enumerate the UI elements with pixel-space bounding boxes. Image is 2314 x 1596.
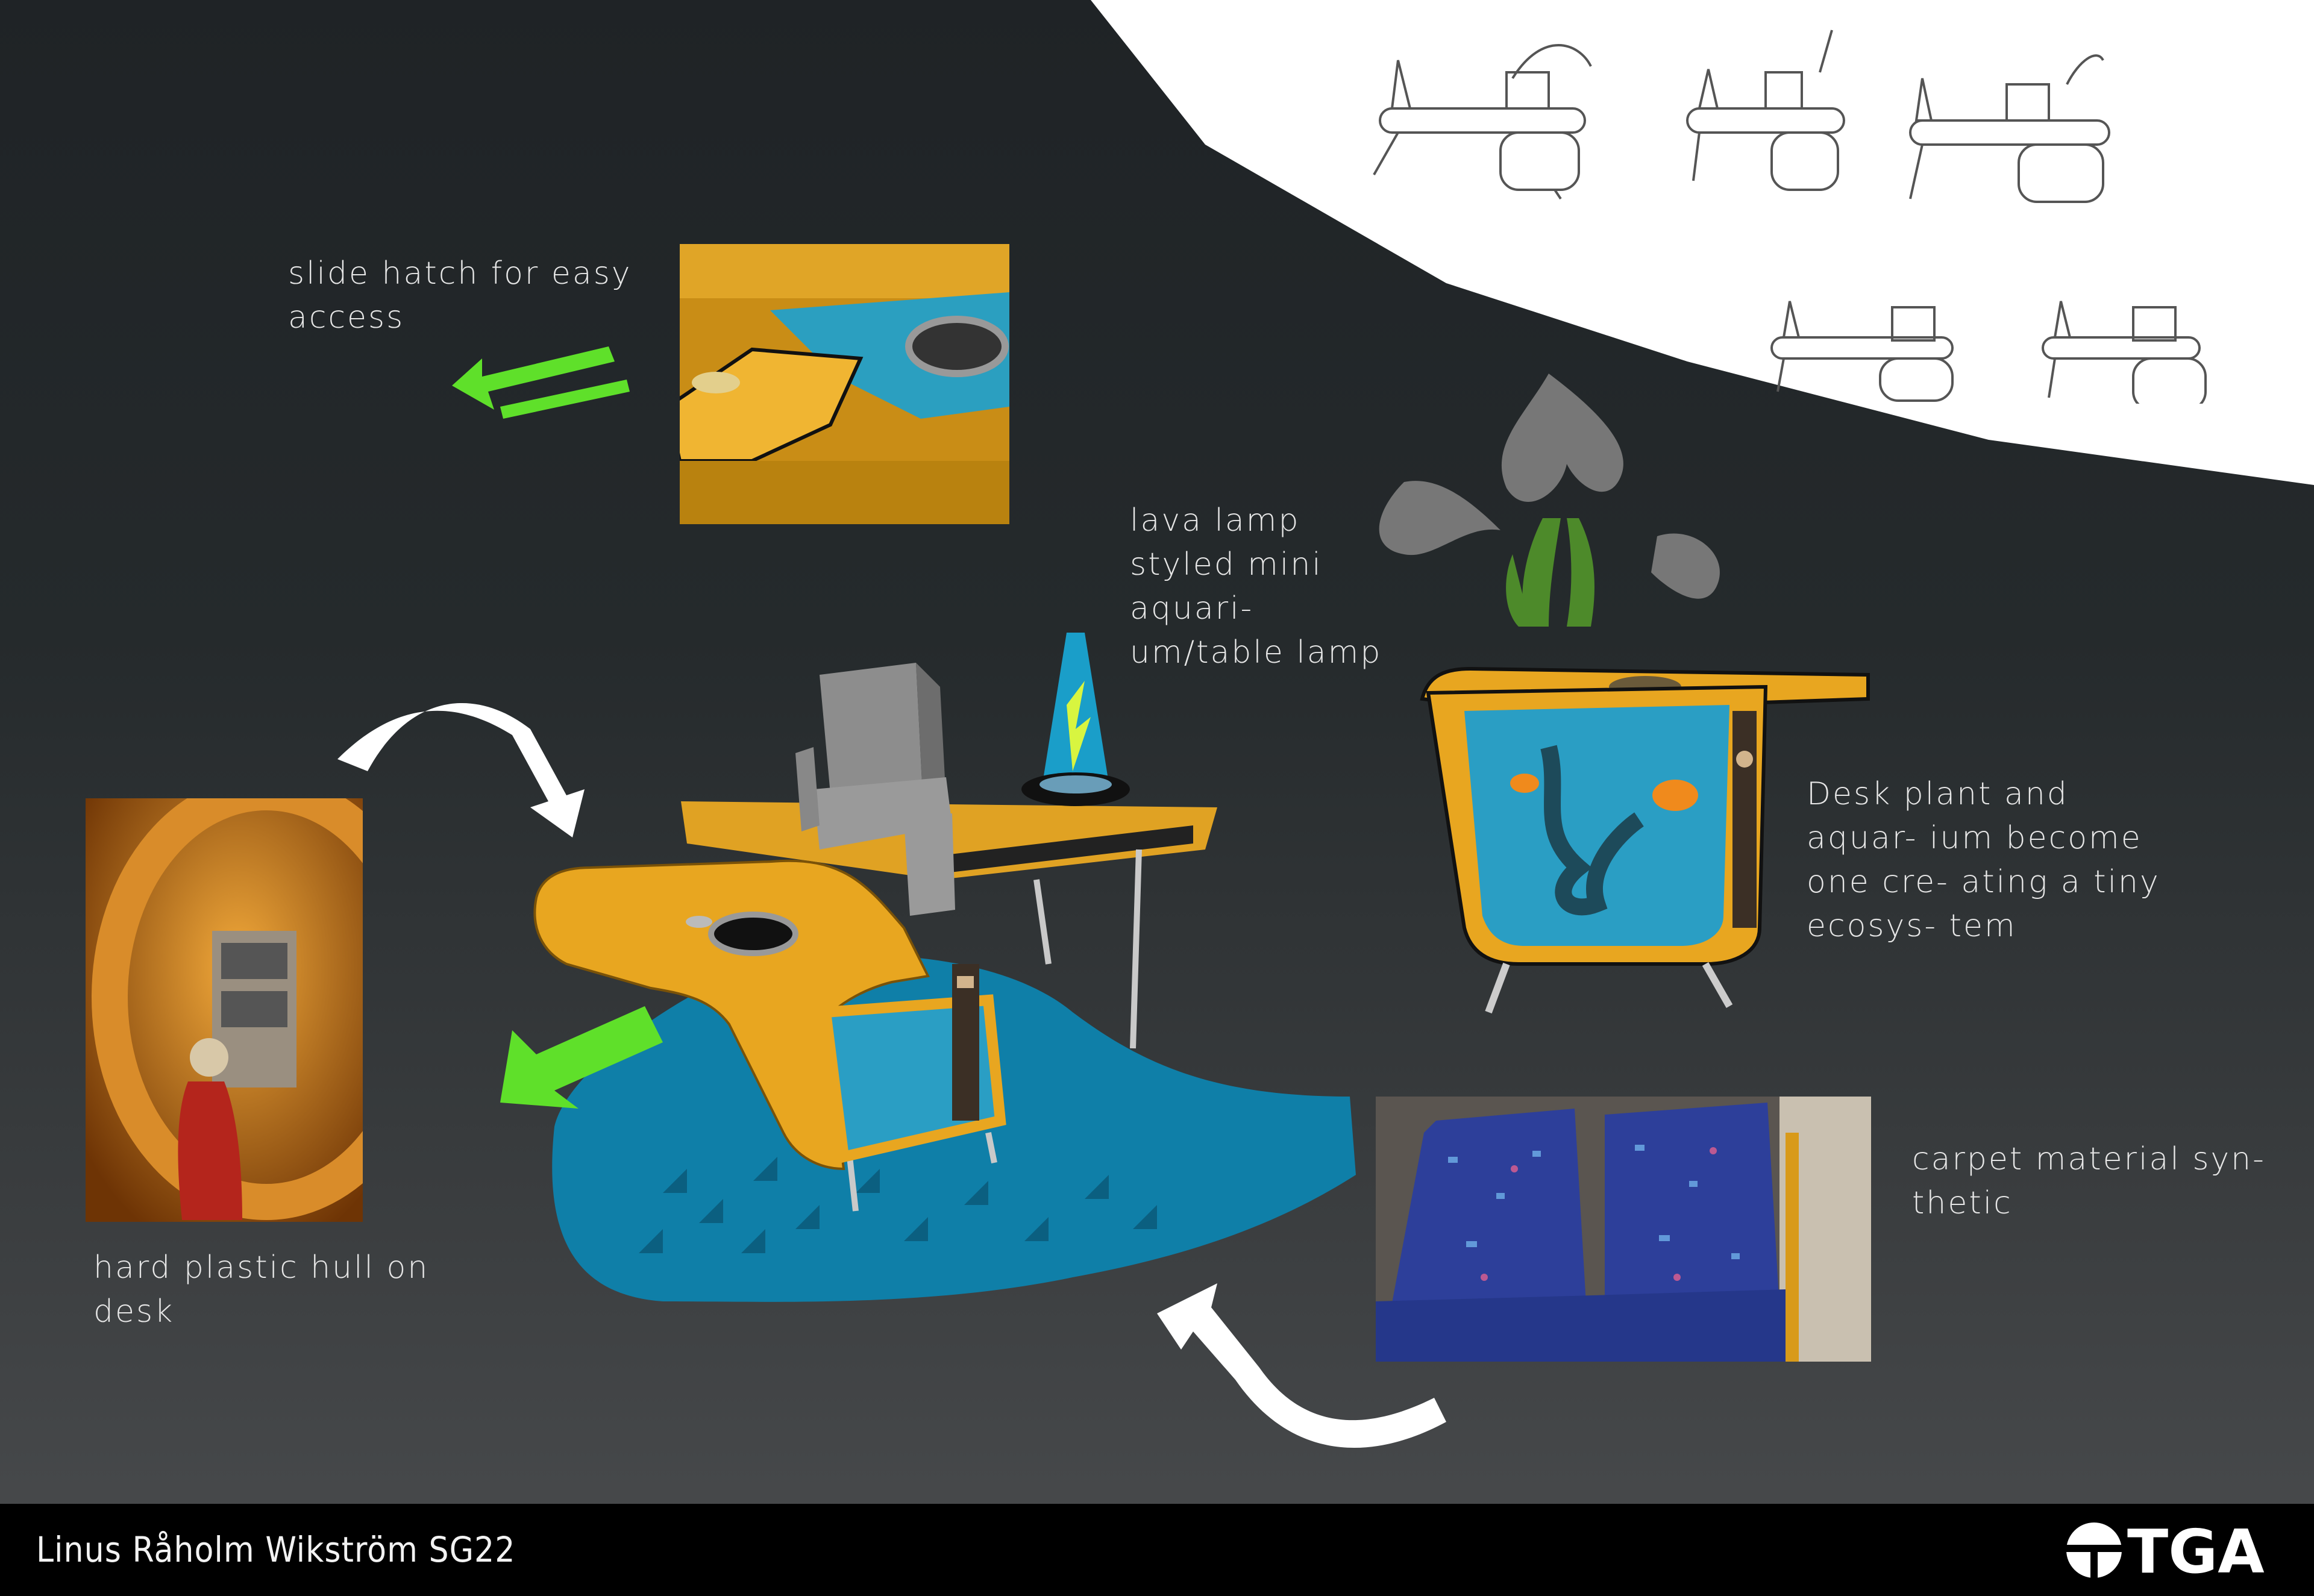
sketch-3: [1909, 54, 2110, 203]
tga-logo-text: TGA: [2127, 1517, 2265, 1583]
slide-arrow: [452, 346, 630, 419]
sketch-4: [1770, 301, 1954, 402]
flow-arrow-left: [337, 703, 585, 837]
hull-annotation: hard plastic hull on desk: [93, 1250, 430, 1330]
slide-hatch-closeup: [680, 244, 1009, 524]
lava-lamp-annotation: lava lamp styled mini aquari- um/table l…: [1130, 502, 1382, 671]
plant-aquarium-render: [1379, 374, 1870, 1014]
sketch-2: [1686, 30, 1845, 191]
sketch-thumbnails: [1373, 30, 2207, 404]
retro-interior-photo: [86, 798, 363, 1222]
sketch-1: [1373, 44, 1592, 200]
flow-arrow-bottom: [1157, 1283, 1446, 1448]
carpet-annotation: carpet material syn- thetic: [1912, 1141, 2266, 1221]
slide-out-arrow: [500, 1006, 663, 1109]
author-credit: Linus Råholm Wikström SG22: [36, 1529, 516, 1570]
tga-logo: TGA: [2061, 1516, 2290, 1587]
seat-fabric-photo: [1376, 1097, 1871, 1362]
desk-render: [533, 633, 1217, 1212]
footer-bar: Linus Råholm Wikström SG22 TGA: [0, 1504, 2314, 1596]
sketch-5: [2042, 301, 2207, 404]
ecosystem-annotation: Desk plant and aquar- ium become one cre…: [1807, 776, 2160, 944]
slide-hatch-annotation: slide hatch for easy access: [288, 255, 632, 336]
